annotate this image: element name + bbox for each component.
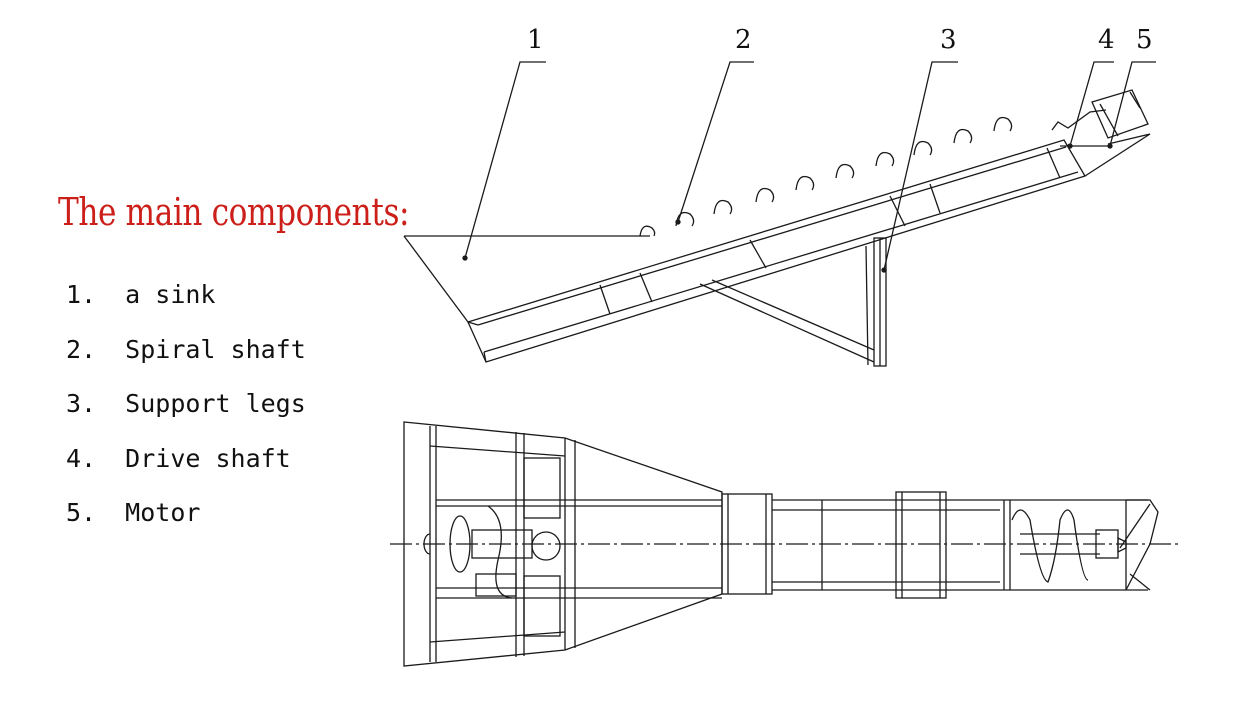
component-name: Spiral shaft [125, 334, 306, 364]
spiral-top-view [1003, 500, 1127, 590]
component-list: 1. a sink 2. Spiral shaft 3. Support leg… [66, 278, 306, 551]
callout-3: 3 [940, 25, 957, 55]
component-number: 2. [66, 334, 97, 364]
component-name: Motor [125, 498, 201, 527]
component-number: 3. [66, 389, 97, 418]
component-item-2: 2. Spiral shaft [66, 333, 306, 388]
callout-4: 4 [1098, 25, 1115, 55]
drive-motor-assembly [1051, 89, 1151, 177]
component-name: Support legs [125, 389, 306, 418]
component-item-1: 1. a sink [66, 278, 306, 333]
component-item-5: 5. Motor [66, 496, 306, 551]
top-view [390, 421, 1180, 667]
component-name: Drive shaft [125, 443, 291, 473]
drive-head [1119, 499, 1159, 591]
support-legs [699, 237, 887, 367]
sink-hopper [403, 421, 723, 667]
sink-trough [403, 139, 1086, 363]
callout-2: 2 [735, 25, 752, 55]
component-number: 5. [66, 498, 97, 527]
trough-body [721, 491, 1148, 599]
component-name: a sink [125, 280, 216, 309]
callout-leaders [462, 61, 1156, 273]
component-number: 1. [66, 280, 97, 309]
component-item-3: 3. Support legs [66, 387, 306, 442]
component-item-4: 4. Drive shaft [66, 442, 306, 497]
spiral-shaft [639, 116, 1013, 237]
components-heading: The main components: [58, 190, 410, 234]
component-number: 4. [66, 443, 97, 473]
bearing-parts [423, 505, 561, 599]
callout-5: 5 [1136, 25, 1153, 55]
callout-1: 1 [527, 25, 544, 55]
side-view: 1 2 3 4 5 [403, 25, 1156, 367]
